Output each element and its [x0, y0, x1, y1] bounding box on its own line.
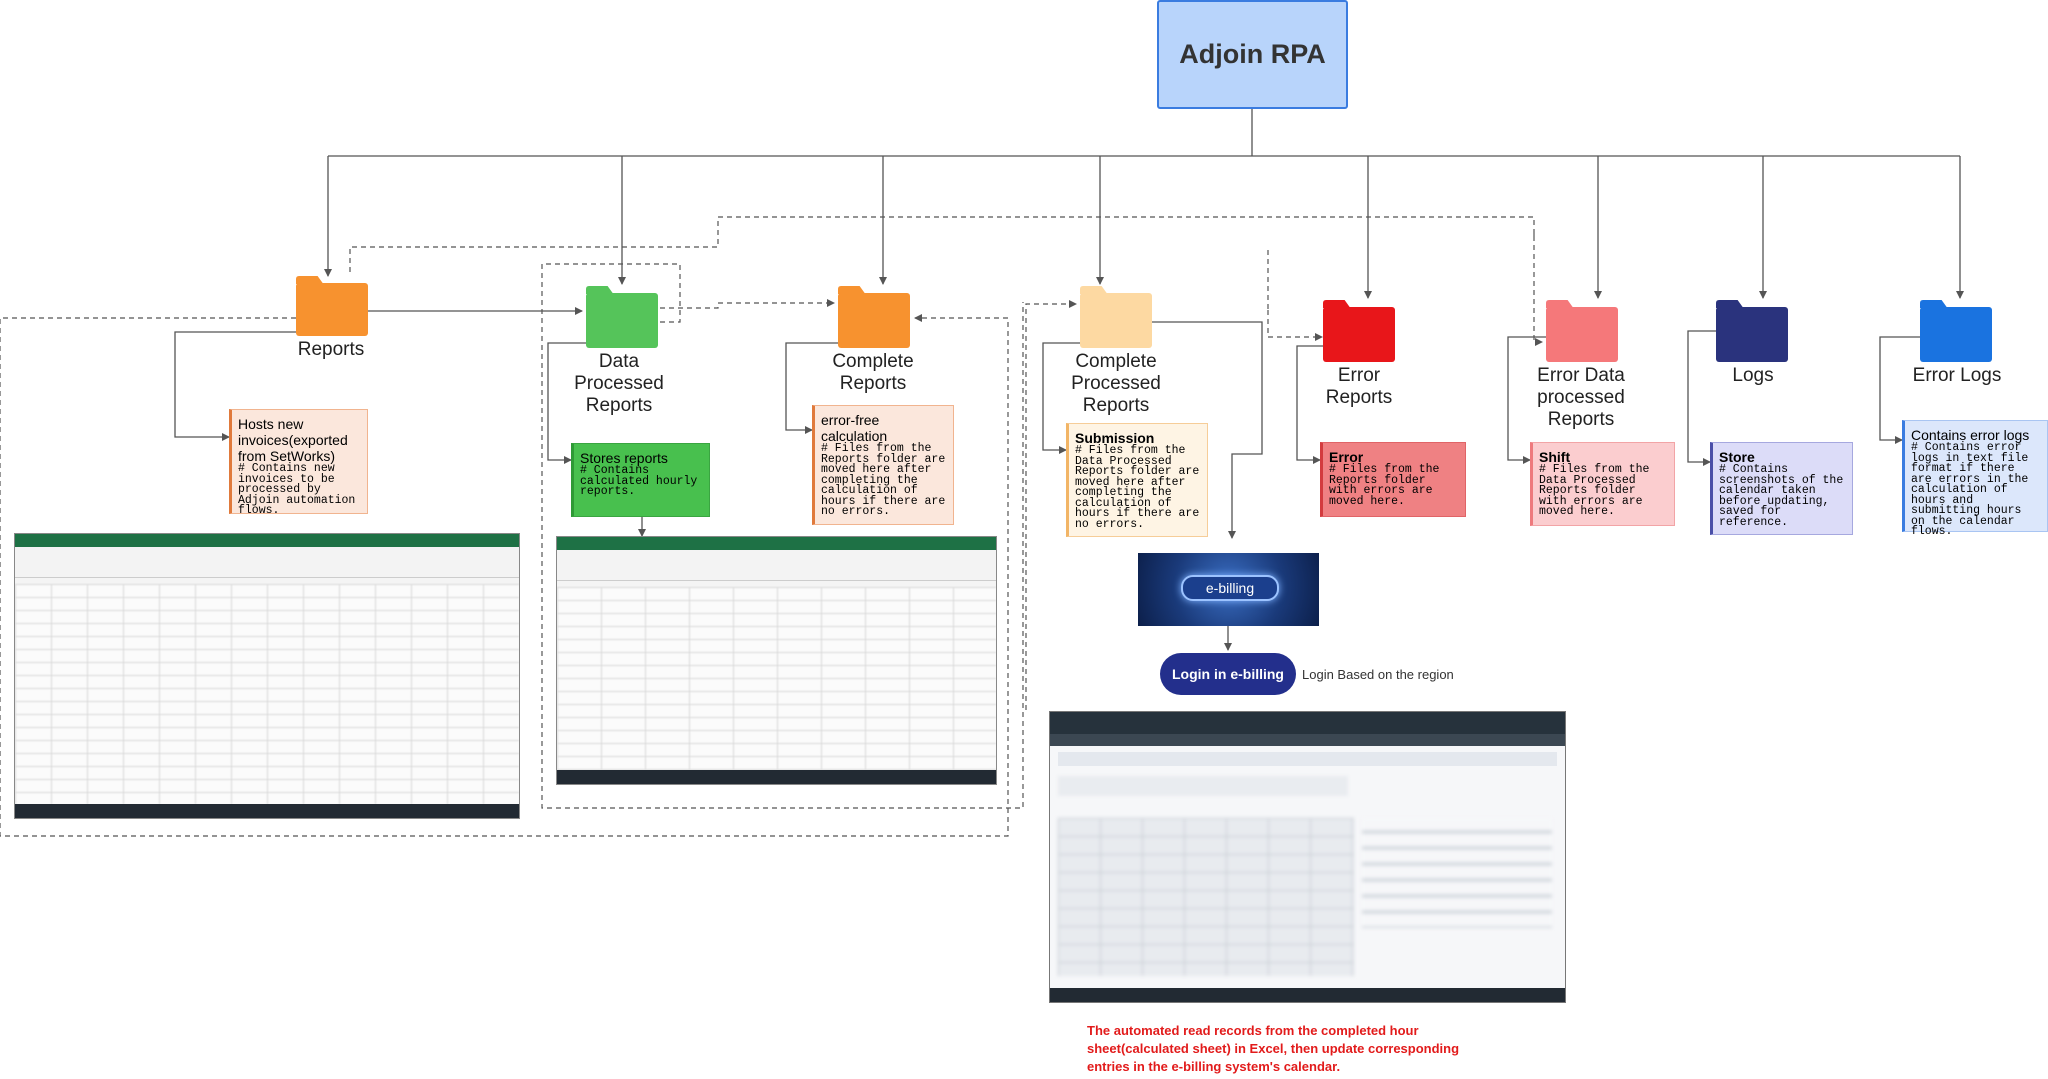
note-complete-heading: error-free calculation [821, 412, 888, 444]
note-reports-heading: Hosts new invoices(exported from SetWork… [238, 416, 348, 464]
calendar-details [1362, 818, 1552, 928]
dashed-to-error-data [1533, 236, 1543, 346]
note-error-data: Shift # Files from the Data Processed Re… [1530, 442, 1675, 526]
note-data-processed-heading: Stores reports [580, 450, 668, 466]
folder-icon [1716, 300, 1744, 308]
note-error-data-heading: Shift [1539, 449, 1571, 465]
excel-ribbon [15, 547, 519, 578]
connector-error-note [1296, 345, 1324, 464]
excel-titlebar [15, 534, 519, 547]
folder-label-data-processed: Data Processed Reports [574, 351, 664, 416]
excel-screenshot-data-processed [556, 536, 997, 785]
folder-icon [838, 286, 866, 294]
e-billing-calendar-screenshot [1049, 711, 1566, 1003]
dashed-data-loop [541, 263, 1024, 809]
connector-logs-note [1687, 330, 1718, 466]
excel-titlebar [557, 537, 996, 550]
note-error-data-body: # Files from the Data Processed Reports … [1539, 463, 1650, 518]
folder-icon-complete-processed [1080, 293, 1152, 348]
folder-icon-complete [838, 293, 910, 348]
folder-icon-logs [1716, 307, 1788, 362]
folder-label-complete: Complete Reports [832, 351, 914, 394]
connector-complete-note [785, 342, 839, 434]
e-billing-banner: e-billing [1138, 553, 1319, 626]
connector-reports-note [174, 331, 298, 441]
folder-label-error: Error Reports [1325, 365, 1393, 408]
automation-description: The automated read records from the comp… [1087, 1023, 1460, 1074]
note-data-processed-body: # Contains calculated hourly reports. [580, 464, 698, 498]
excel-grid [557, 587, 996, 770]
folder-icon-error [1323, 307, 1395, 362]
browser-tabs [1050, 734, 1565, 746]
folder-icon [1920, 300, 1948, 308]
adjoin-rpa-title: Adjoin RPA [1157, 0, 1348, 109]
folder-icon [1323, 300, 1351, 308]
login-e-billing-button[interactable]: Login in e-billing [1160, 653, 1296, 695]
note-error-logs-body: # Contains error logs in text file forma… [1911, 441, 2029, 538]
folder-label-reports: Reports [297, 339, 365, 360]
excel-ribbon [557, 550, 996, 581]
note-complete-processed: Submission # Files from the Data Process… [1066, 423, 1208, 537]
folder-label-logs: Logs [1732, 365, 1774, 386]
folder-icon [586, 286, 614, 294]
note-error-heading: Error [1329, 449, 1364, 465]
login-region-note: Login Based on the region [1302, 667, 1454, 682]
connector-data-note [547, 342, 586, 464]
dashed-data-to-complete [660, 299, 835, 309]
windows-taskbar [15, 804, 519, 818]
note-logs-heading: Store [1719, 449, 1755, 465]
note-error-logs: Contains error logs # Contains error log… [1902, 420, 2048, 537]
note-reports-body: # Contains new invoices to be processed … [238, 462, 356, 517]
calendar-header [1058, 776, 1348, 796]
connector-errlogs-note [1879, 336, 1921, 444]
folder-icon-error-data [1546, 307, 1618, 362]
folder-icon [1546, 300, 1574, 308]
folder-icon-reports [296, 283, 368, 336]
note-logs-body: # Contains screenshots of the calendar t… [1719, 463, 1844, 529]
folder-label-complete-processed: Complete Processed Reports [1071, 351, 1161, 416]
excel-screenshot-reports [14, 533, 520, 819]
connector-errdata-note [1507, 336, 1548, 464]
folder-label-error-data: Error Data processed Reports [1537, 365, 1625, 430]
e-billing-badge: e-billing [1181, 575, 1279, 601]
connector-cproc-to-ebill [1152, 321, 1263, 539]
windows-taskbar [1050, 988, 1565, 1002]
calendar-grid [1058, 818, 1354, 976]
note-error-body: # Files from the Reports folder with err… [1329, 463, 1440, 508]
excel-grid [15, 584, 519, 804]
dashed-to-complete-proc [1025, 300, 1077, 710]
note-error-logs-heading: Contains error logs [1911, 427, 2030, 443]
folder-icon [1080, 286, 1108, 294]
windows-taskbar [557, 770, 996, 784]
folder-icon-data-processed [586, 293, 658, 348]
note-complete-processed-body: # Files from the Data Processed Reports … [1075, 444, 1200, 531]
dashed-reports-to-error [349, 216, 1535, 272]
folder-icon-error-logs [1920, 307, 1992, 362]
note-complete-body: # Files from the Reports folder are move… [821, 442, 946, 518]
folder-label-error-logs: Error Logs [1912, 365, 2002, 386]
browser-titlebar [1050, 712, 1565, 734]
note-complete-processed-heading: Submission [1075, 430, 1155, 446]
note-reports: Hosts new invoices(exported from SetWork… [229, 409, 368, 517]
app-toolbar [1058, 752, 1557, 766]
note-complete: error-free calculation # Files from the … [812, 405, 954, 525]
folder-icon [296, 276, 324, 284]
note-data-processed: Stores reports # Contains calculated hou… [571, 443, 710, 517]
connector-cproc-note [1042, 342, 1084, 454]
dashed-to-error-reports [1267, 310, 1323, 341]
note-logs: Store # Contains screenshots of the cale… [1710, 442, 1853, 535]
note-error: Error # Files from the Reports folder wi… [1320, 442, 1466, 517]
